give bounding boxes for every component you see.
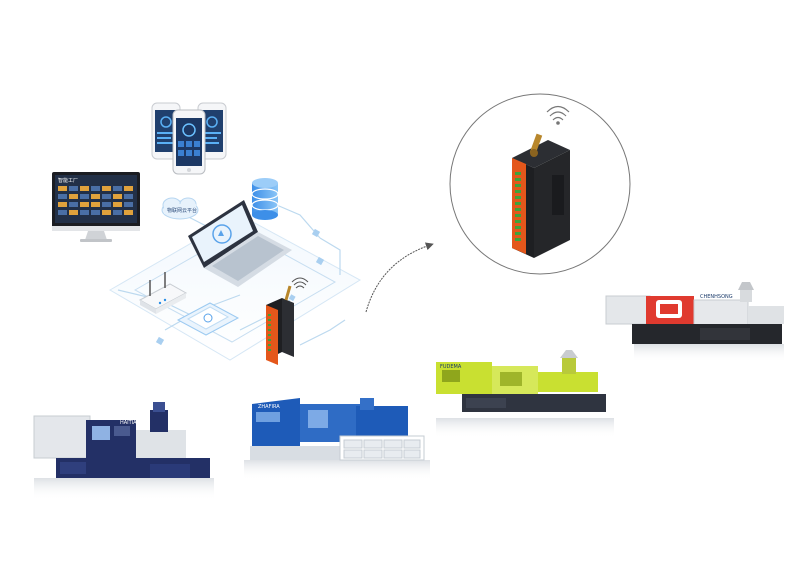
tablet-icon <box>176 302 240 336</box>
router-icon <box>138 272 188 314</box>
smartphone-icon <box>172 109 206 175</box>
device-detail-view <box>449 93 631 275</box>
terminal-connectors <box>515 172 521 241</box>
machine-brand: FUDEMA <box>440 364 462 370</box>
laptop-icon <box>188 200 292 287</box>
bidirectional-arrow-icon <box>365 242 434 313</box>
machine-panels <box>343 439 421 459</box>
iot-terminal-large <box>512 133 570 258</box>
machine-brand: ZHAFIRA <box>258 404 280 410</box>
desktop-monitor: 智能工厂 <box>52 172 140 242</box>
wifi-icon <box>546 105 570 125</box>
machine-brand: HAITIAN <box>120 420 141 426</box>
iot-terminal-small <box>266 277 309 365</box>
machine-zhafira: ZHAFIRA <box>244 398 430 480</box>
monitor-dashboard-tiles <box>58 186 133 215</box>
smartphone-group <box>151 102 227 175</box>
machine-brand: CHENHSONG <box>700 294 733 300</box>
monitor-app-title: 智能工厂 <box>58 177 78 184</box>
machine-chenhsong: CHENHSONG <box>605 282 784 362</box>
cloud-label: 物联网云平台 <box>167 207 197 214</box>
machine-fudema: FUDEMA <box>436 350 614 438</box>
cloud-icon: 物联网云平台 <box>161 197 199 220</box>
database-icon <box>251 178 279 220</box>
wifi-icon <box>291 277 309 289</box>
terminal-connectors <box>268 314 271 351</box>
machine-haitian: HAITIAN <box>33 402 214 500</box>
